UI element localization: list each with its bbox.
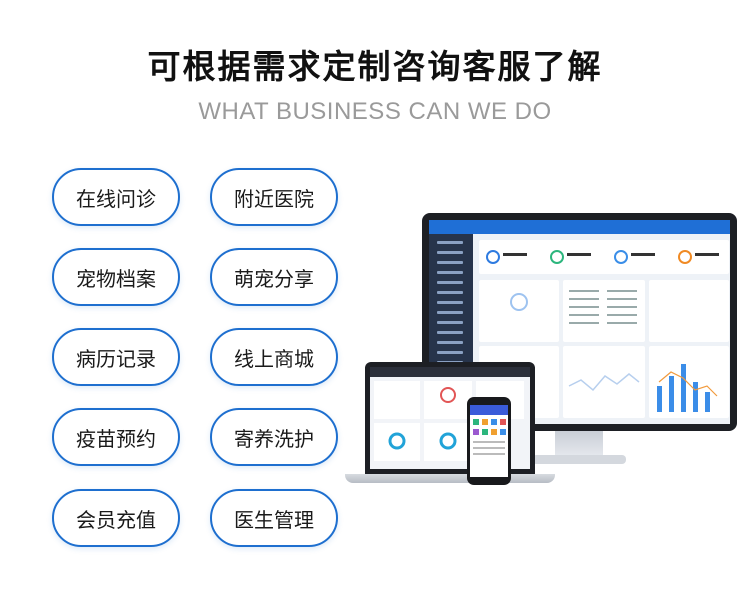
bar-chart-card — [649, 346, 729, 418]
phone-illustration — [467, 397, 511, 485]
stats-card — [479, 240, 729, 274]
chart-card-left — [479, 280, 559, 342]
desktop-monitor-illustration — [422, 213, 737, 431]
feature-boarding-grooming: 寄养洗护 — [210, 408, 338, 466]
monitor-base — [532, 455, 626, 464]
feature-nearby-hospital: 附近医院 — [210, 168, 338, 226]
phone-screen — [470, 405, 508, 477]
dashboard-screen — [429, 220, 730, 424]
feature-doctor-management: 医生管理 — [210, 489, 338, 547]
phone-app-grid — [473, 419, 506, 455]
feature-online-consult: 在线问诊 — [52, 168, 180, 226]
feature-online-mall: 线上商城 — [210, 328, 338, 386]
feature-pet-sharing: 萌宠分享 — [210, 248, 338, 306]
page-title: 可根据需求定制咨询客服了解 — [147, 47, 603, 86]
feature-membership-recharge: 会员充值 — [52, 489, 180, 547]
feature-pet-records: 宠物档案 — [52, 248, 180, 306]
feature-medical-history: 病历记录 — [52, 328, 180, 386]
laptop-base — [345, 474, 555, 483]
list-card — [563, 280, 645, 342]
page-subtitle: WHAT BUSINESS CAN WE DO — [198, 98, 552, 125]
stats-icons — [486, 250, 719, 264]
line-chart-card — [563, 346, 645, 418]
feature-vaccine-booking: 疫苗预约 — [52, 408, 180, 466]
dashboard-topbar — [429, 220, 730, 234]
monitor-stand — [555, 431, 603, 457]
numbers-card — [649, 280, 729, 342]
